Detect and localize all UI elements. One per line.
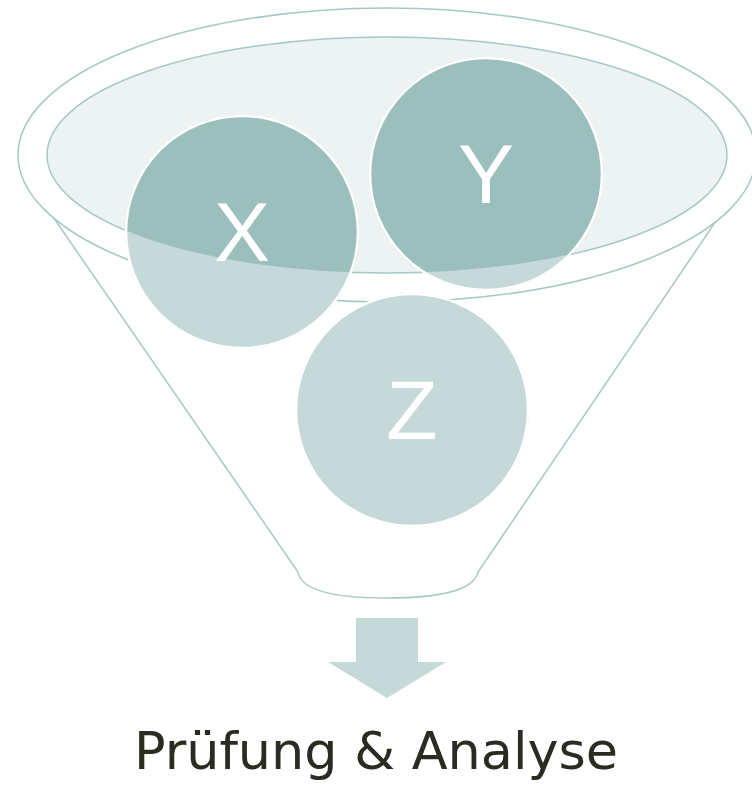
circle-node: Z xyxy=(295,293,529,527)
circle-fill xyxy=(369,57,603,291)
circle-fill xyxy=(295,293,529,527)
circle-content: X xyxy=(125,115,359,349)
node-letter: X xyxy=(214,190,270,274)
circle-shade xyxy=(125,115,359,349)
circle-shade xyxy=(295,293,529,527)
circle-content: Y xyxy=(369,57,603,291)
circle-shade xyxy=(369,57,603,291)
circle-fill xyxy=(125,115,359,349)
arrow-shaft xyxy=(356,618,418,663)
arrow-head xyxy=(328,662,446,698)
circle-border xyxy=(296,294,528,526)
node-letter: Z xyxy=(386,368,437,452)
node-letter: Y xyxy=(458,132,514,216)
circle-border xyxy=(370,58,602,290)
circle-border xyxy=(126,116,358,348)
circle-content: Z xyxy=(295,293,529,527)
circle-node: Y xyxy=(369,57,603,291)
circle-node: X xyxy=(125,115,359,349)
caption-label: Prüfung & Analyse xyxy=(0,722,752,780)
label-holder: Prüfung & Analyse xyxy=(0,722,752,780)
